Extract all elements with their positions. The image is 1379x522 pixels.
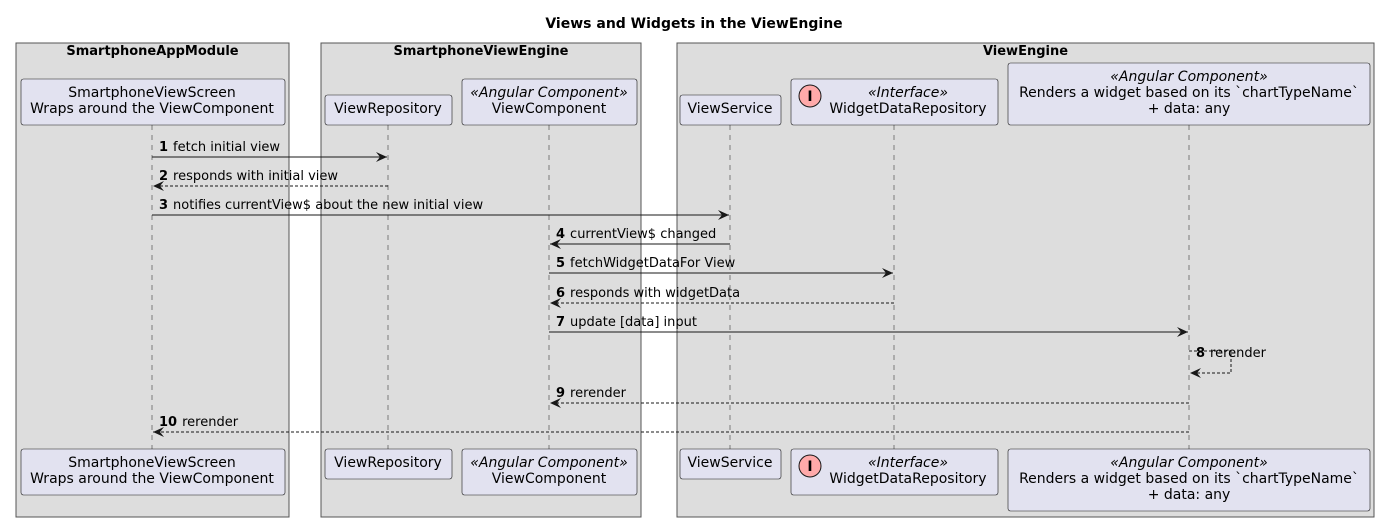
participant-label: SmartphoneViewScreen (68, 85, 236, 101)
participant-label: ViewService (688, 101, 773, 117)
message-text: rerender (570, 386, 627, 401)
participant-stereotype: «Angular Component» (470, 85, 627, 101)
box-title: SmartphoneViewEngine (394, 44, 569, 59)
box-title: ViewEngine (983, 44, 1068, 59)
participant-label: + data: any (1148, 101, 1231, 117)
message-4: 4 currentView$ changed (550, 227, 730, 249)
participant-label: + data: any (1148, 487, 1231, 503)
message-7: 7 update [data] input (549, 315, 1188, 337)
box-title: SmartphoneAppModule (66, 44, 238, 59)
participant-label: WidgetDataRepository (829, 101, 986, 117)
interface-icon (798, 454, 822, 478)
message-label: 5 fetchWidgetDataFor View (556, 256, 736, 271)
participant-label: ViewRepository (334, 455, 442, 471)
message-label: 6 responds with widgetData (556, 286, 740, 301)
message-number: 8 (1196, 346, 1205, 361)
participant-stereotype: «Angular Component» (1110, 69, 1267, 85)
message-text: responds with widgetData (570, 286, 740, 301)
participant-box (461, 78, 638, 126)
message-label: 8 rerender (1196, 346, 1267, 361)
participant-service-top: ViewService (679, 94, 782, 126)
message-arrow (1189, 350, 1232, 378)
participant-stereotype: «Interface» (868, 455, 948, 471)
participant-label: Wraps around the ViewComponent (30, 101, 274, 117)
message-number: 4 (556, 227, 565, 242)
message-text: responds with initial view (173, 169, 338, 184)
participant-stereotype: «Interface» (868, 85, 948, 101)
participant-comp-bottom: «Angular Component»ViewComponent (461, 448, 638, 496)
participant-label: Renders a widget based on its `chartType… (1019, 85, 1359, 101)
message-number: 10 (159, 415, 177, 430)
interface-icon-letter: I (807, 89, 812, 105)
participant-box (790, 448, 999, 496)
message-3: 3 notifies currentView$ about the new ini… (152, 198, 729, 220)
message-text: currentView$ changed (570, 227, 716, 242)
message-9: 9 rerender (550, 386, 1189, 408)
message-text: fetch initial view (173, 140, 280, 155)
message-text: rerender (1210, 346, 1267, 361)
participant-label: SmartphoneViewScreen (68, 455, 236, 471)
message-label: 2 responds with initial view (159, 169, 338, 184)
message-text: fetchWidgetDataFor View (570, 256, 736, 271)
participant-box (679, 448, 782, 480)
message-label: 3 notifies currentView$ about the new ini… (159, 198, 483, 213)
participant-widget-top: «Angular Component»Renders a widget base… (1007, 62, 1371, 126)
participant-box (20, 448, 286, 496)
participant-repo-top: ViewRepository (324, 94, 453, 126)
message-2: 2 responds with initial view (153, 169, 388, 191)
participant-box (324, 448, 453, 480)
message-label: 1 fetch initial view (159, 140, 280, 155)
participant-label: ViewRepository (334, 101, 442, 117)
participant-stereotype: «Angular Component» (470, 455, 627, 471)
message-number: 6 (556, 286, 565, 301)
participant-box (20, 78, 286, 126)
message-number: 3 (159, 198, 168, 213)
message-6: 6 responds with widgetData (550, 286, 894, 308)
message-number: 2 (159, 169, 168, 184)
participant-label: ViewService (688, 455, 773, 471)
message-5: 5 fetchWidgetDataFor View (549, 256, 893, 278)
participant-box (790, 78, 999, 126)
participant-label: ViewComponent (492, 101, 607, 117)
participant-box (1007, 62, 1371, 126)
participant-service-bottom: ViewService (679, 448, 782, 480)
message-number: 7 (556, 315, 565, 330)
interface-icon-letter: I (807, 459, 812, 475)
participant-widget-bottom: «Angular Component»Renders a widget base… (1007, 448, 1371, 512)
participant-label: WidgetDataRepository (829, 471, 986, 487)
message-number: 1 (159, 140, 168, 155)
participant-box (1007, 448, 1371, 512)
participant-box (679, 94, 782, 126)
messages-layer: 1 fetch initial view 2 responds with initia… (152, 140, 1267, 437)
message-text: notifies currentView$ about the new init… (173, 198, 483, 213)
message-label: 4 currentView$ changed (556, 227, 716, 242)
message-8: 8 rerender (1189, 346, 1267, 378)
participant-repo-bottom: ViewRepository (324, 448, 453, 480)
message-label: 10 rerender (159, 415, 239, 430)
participant-box (324, 94, 453, 126)
message-label: 7 update [data] input (556, 315, 697, 330)
participant-label: Wraps around the ViewComponent (30, 471, 274, 487)
participant-wdr-bottom: I «Interface»WidgetDataRepository (790, 448, 999, 496)
participant-label: ViewComponent (492, 471, 607, 487)
message-text: update [data] input (570, 315, 697, 330)
message-number: 5 (556, 256, 565, 271)
participant-comp-top: «Angular Component»ViewComponent (461, 78, 638, 126)
message-text: rerender (182, 415, 239, 430)
participant-box (461, 448, 638, 496)
diagram-title: Views and Widgets in the ViewEngine (545, 16, 842, 32)
participant-label: Renders a widget based on its `chartType… (1019, 471, 1359, 487)
participant-wdr-top: I «Interface»WidgetDataRepository (790, 78, 999, 126)
lifelines-layer (151, 125, 1190, 449)
message-1: 1 fetch initial view (152, 140, 387, 162)
message-10: 10 rerender (153, 415, 1189, 437)
participant-stereotype: «Angular Component» (1110, 455, 1267, 471)
interface-icon (798, 84, 822, 108)
message-label: 9 rerender (556, 386, 627, 401)
message-number: 9 (556, 386, 565, 401)
